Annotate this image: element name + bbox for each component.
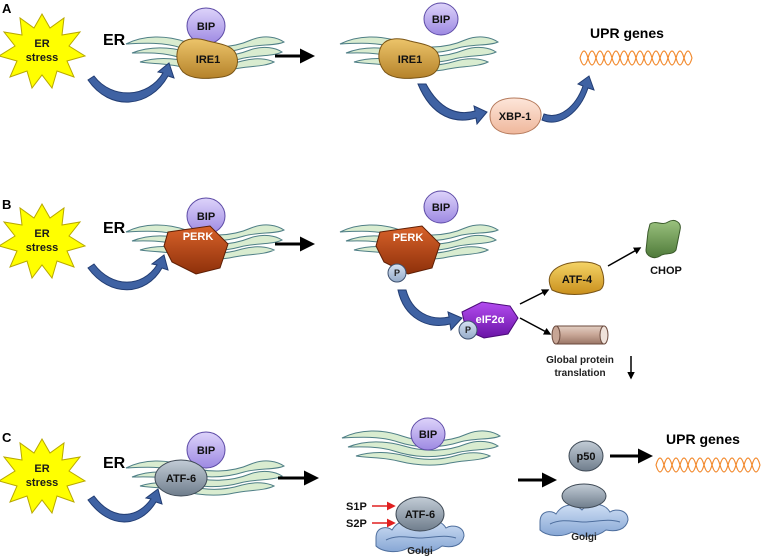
er-stress-star-b: ER stress xyxy=(0,203,86,279)
svg-text:eIF2α: eIF2α xyxy=(476,314,505,326)
flow-arrow-a2 xyxy=(417,83,488,126)
bip-bound-c: BIP xyxy=(186,431,226,469)
svg-text:IRE1: IRE1 xyxy=(196,54,220,66)
arrow-eif-to-translation xyxy=(519,317,552,335)
bip-bound-a: BIP xyxy=(186,7,226,45)
svg-text:ER: ER xyxy=(34,228,49,240)
svg-text:BIP: BIP xyxy=(432,14,450,26)
chop-b xyxy=(645,219,681,259)
bip-released-b: BIP xyxy=(423,190,459,224)
panel-c: C ER stress ER BIP ATF-6 BIP Golgi xyxy=(0,417,761,557)
golgi-c2 xyxy=(539,503,629,537)
phospho-eif-b: P xyxy=(458,320,478,340)
arrow-atf4-to-chop xyxy=(607,247,642,267)
svg-text:PERK: PERK xyxy=(393,232,424,244)
flow-arrow-b1 xyxy=(87,254,169,291)
er-label-a: ER xyxy=(103,32,126,49)
panel-a-letter: A xyxy=(2,1,12,16)
er-stress-star-a: ER stress xyxy=(0,13,86,89)
perk-b: PERK xyxy=(163,225,229,275)
svg-text:IRE1: IRE1 xyxy=(398,54,422,66)
ire1-active-a: IRE1 xyxy=(378,38,440,79)
atf6-golgi-c: ATF-6 xyxy=(395,496,445,532)
translation-label-line2: translation xyxy=(554,368,605,379)
svg-text:P: P xyxy=(394,268,400,278)
svg-text:ATF-6: ATF-6 xyxy=(405,509,435,521)
flow-arrow-b2 xyxy=(397,289,463,332)
flow-arrow-a3 xyxy=(541,75,595,123)
s1p-label: S1P xyxy=(346,501,367,513)
s2p-label: S2P xyxy=(346,518,367,530)
svg-text:ATF-6: ATF-6 xyxy=(166,473,196,485)
chop-label: CHOP xyxy=(650,265,682,277)
gene-wave-a xyxy=(579,50,693,66)
svg-text:stress: stress xyxy=(26,477,58,489)
xbp1-a: XBP-1 xyxy=(489,97,542,135)
bip-bound-b: BIP xyxy=(186,197,226,235)
upr-genes-label-c: UPR genes xyxy=(666,431,740,447)
bip-released-c: BIP xyxy=(410,417,446,451)
flow-arrow-a1 xyxy=(87,62,175,103)
svg-text:p50: p50 xyxy=(577,451,596,463)
svg-text:XBP-1: XBP-1 xyxy=(499,111,531,123)
er-label-c: ER xyxy=(103,455,126,472)
svg-text:stress: stress xyxy=(26,242,58,254)
bip-released-a: BIP xyxy=(423,2,459,36)
svg-text:BIP: BIP xyxy=(197,211,215,223)
svg-text:P: P xyxy=(465,325,471,335)
phospho-perk-b: P xyxy=(387,263,407,283)
upr-genes-label-a: UPR genes xyxy=(590,25,664,41)
er-stress-star-c: ER stress xyxy=(0,438,86,514)
svg-text:BIP: BIP xyxy=(197,21,215,33)
panel-b: B ER stress ER BIP PERK BIP PERK xyxy=(0,190,682,380)
svg-text:BIP: BIP xyxy=(419,429,437,441)
panel-a: A ER stress ER BIP IRE1 BIP IRE1 xyxy=(0,1,693,135)
panel-c-letter: C xyxy=(2,430,12,445)
atf6-c: ATF-6 xyxy=(154,459,208,497)
protein-cylinder-b xyxy=(551,325,609,345)
golgi-label-c2: Golgi xyxy=(571,532,597,543)
svg-text:ER: ER xyxy=(34,463,49,475)
panel-b-letter: B xyxy=(2,197,11,212)
flow-arrow-c1 xyxy=(87,488,163,523)
gene-wave-c xyxy=(655,457,761,473)
perk-active-b: PERK xyxy=(375,225,441,275)
golgi-label-c1: Golgi xyxy=(407,546,433,557)
svg-text:BIP: BIP xyxy=(432,202,450,214)
p50-c: p50 xyxy=(568,440,604,472)
svg-text:stress: stress xyxy=(26,52,58,64)
arrow-eif-to-atf4 xyxy=(519,289,550,305)
svg-text:ER: ER xyxy=(34,38,49,50)
svg-text:PERK: PERK xyxy=(183,231,214,243)
svg-text:ATF-4: ATF-4 xyxy=(562,274,593,286)
translation-label-line1: Global protein xyxy=(546,355,614,366)
ire1-a: IRE1 xyxy=(176,38,238,79)
er-label-b: ER xyxy=(103,220,126,237)
cleaved-stub-c xyxy=(561,483,607,509)
svg-text:BIP: BIP xyxy=(197,445,215,457)
atf4-b: ATF-4 xyxy=(548,261,605,295)
